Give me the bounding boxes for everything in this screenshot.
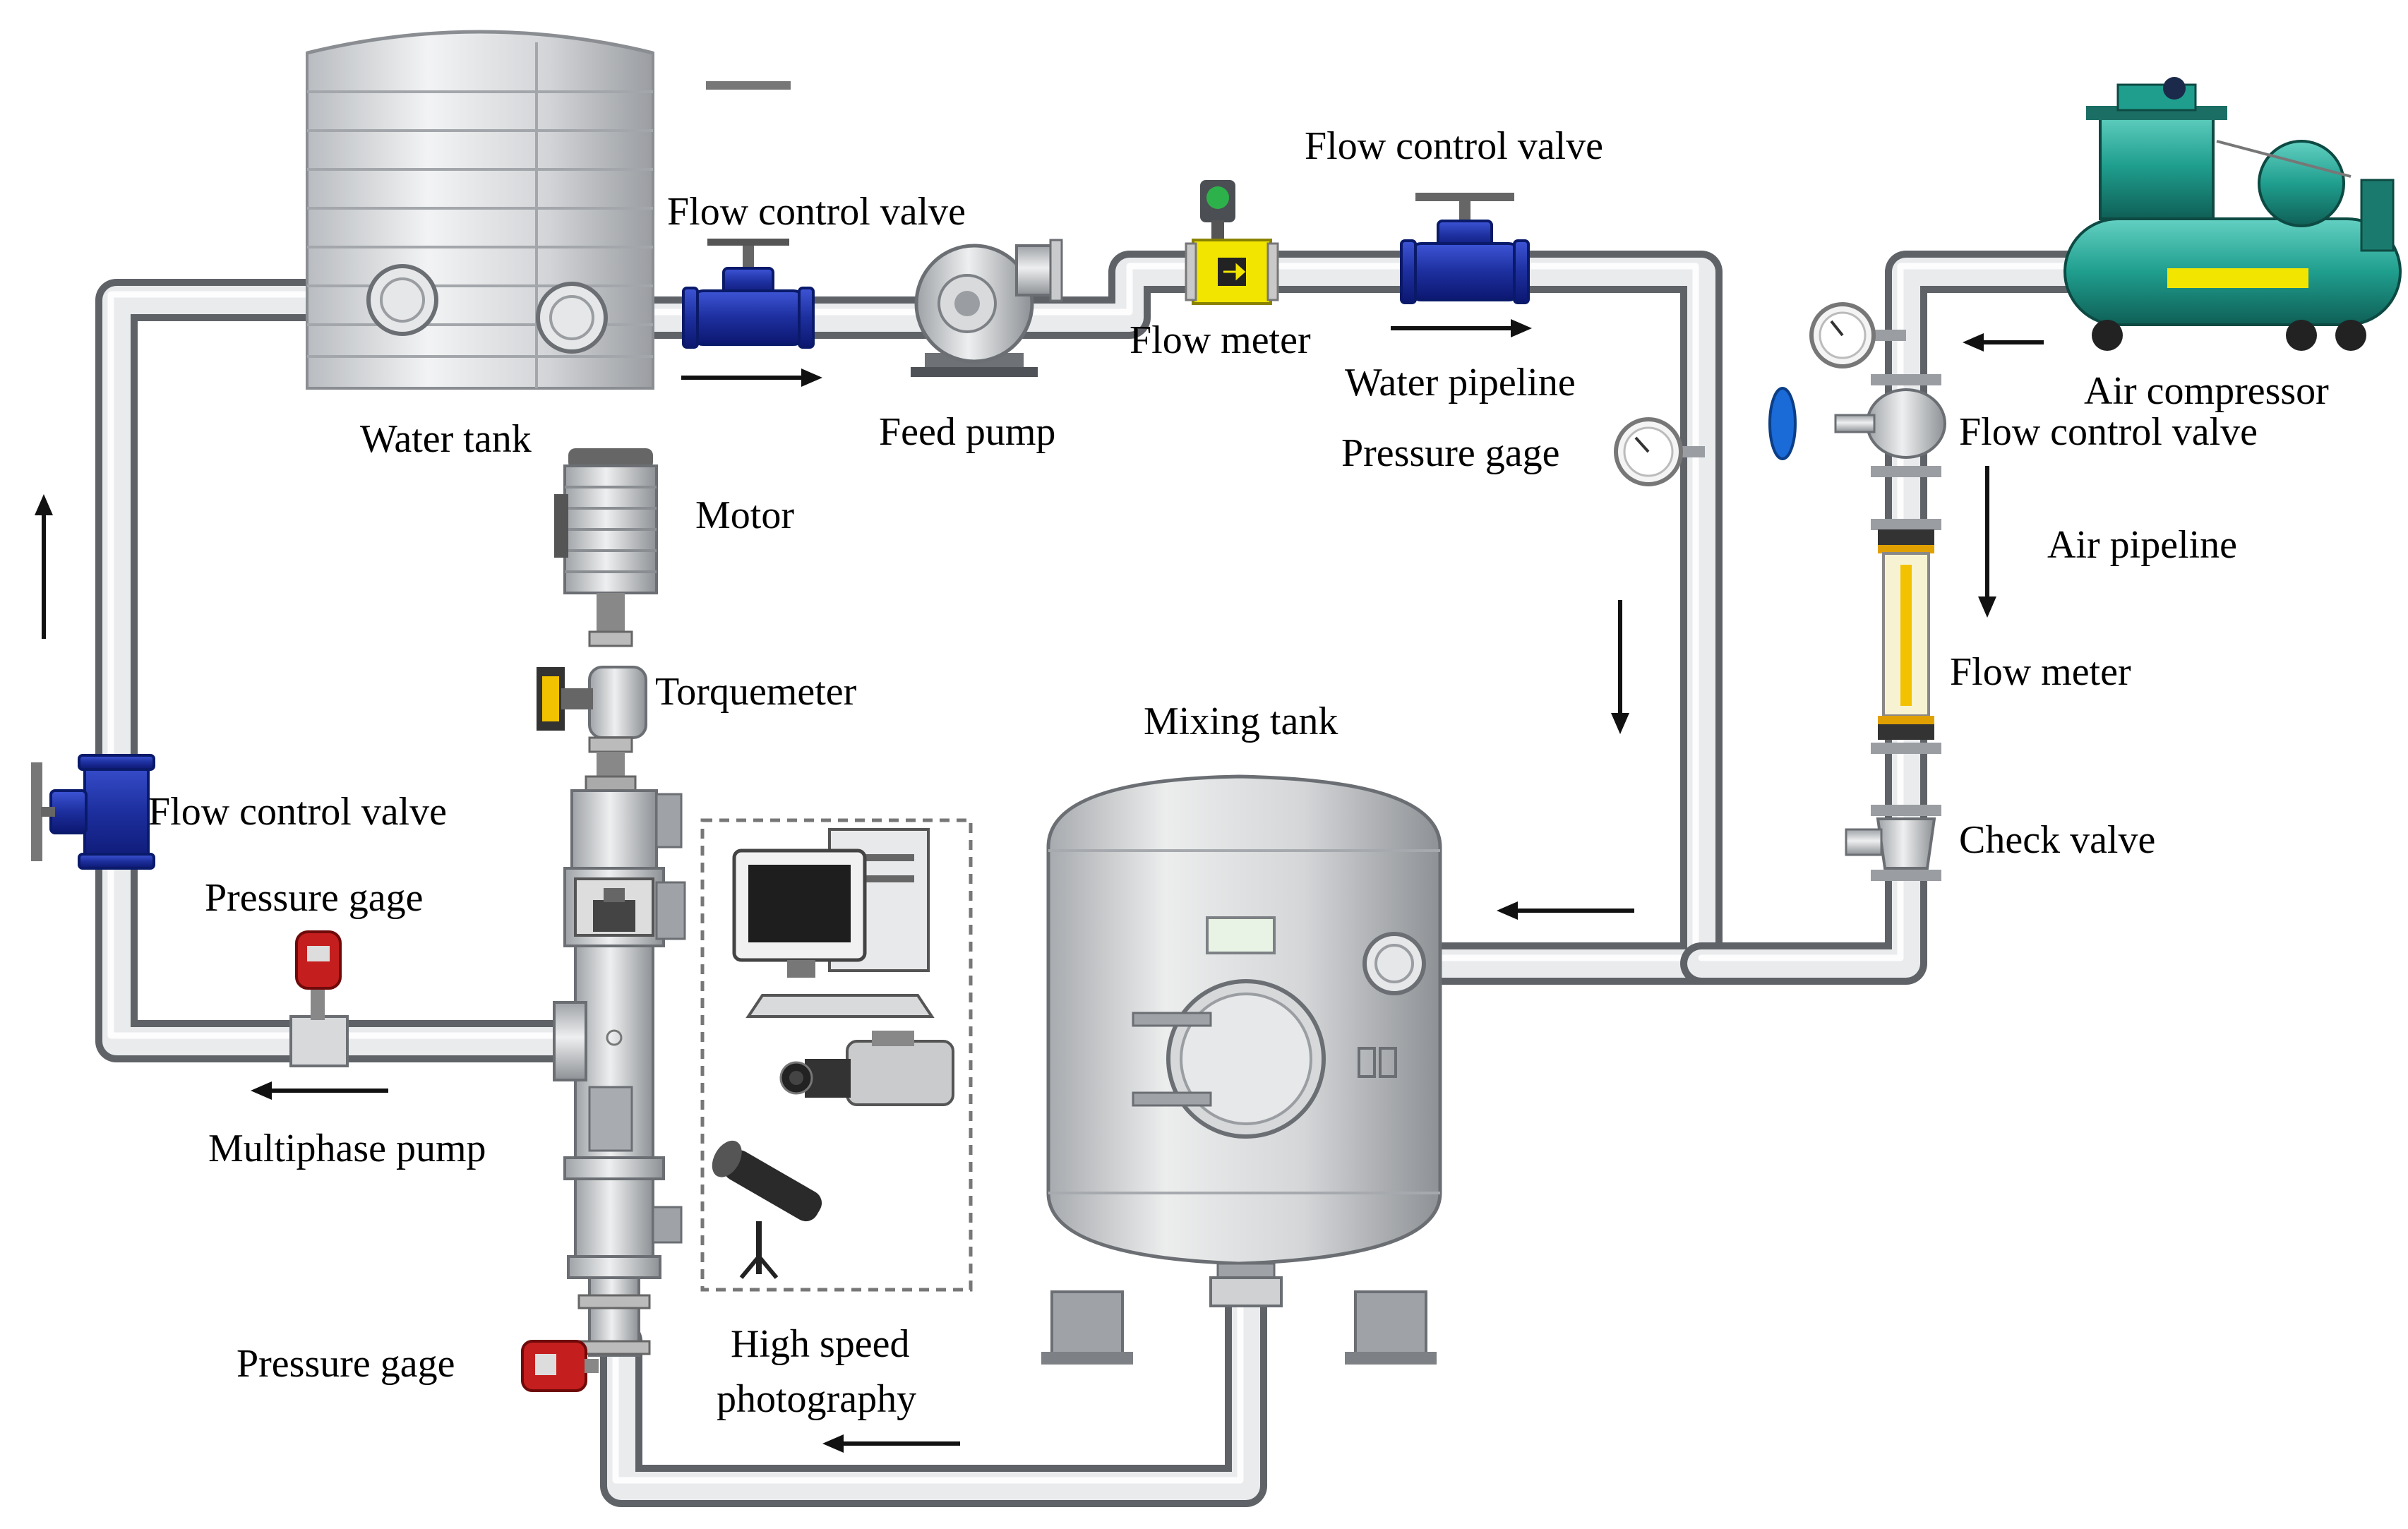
pressure-gauge-icon [289, 930, 349, 1067]
rotameter-icon[interactable] [1871, 519, 1941, 754]
pump-inlet-pipe [600, 1221, 1267, 1507]
flow-control-valve-top-label: Flow control valve [667, 190, 966, 234]
high-speed-photography-label-line1: High speed [731, 1322, 910, 1366]
flow-control-valve-left-label: Flow control valve [148, 790, 447, 834]
multiphase-pump-label: Multiphase pump [208, 1127, 486, 1170]
flow-arrow-icon [822, 1434, 960, 1453]
motor-label: Motor [695, 493, 794, 537]
gate-valve-icon[interactable] [1400, 193, 1530, 304]
flow-control-valve-air-label: Flow control valve [1959, 410, 2258, 454]
gate-valve-icon[interactable] [682, 81, 815, 349]
high-speed-camera-icon [779, 1031, 954, 1106]
flow-arrow-icon [251, 1081, 388, 1100]
pressure-gauge-icon [1614, 417, 1705, 486]
globe-valve-icon[interactable] [1768, 374, 1946, 477]
pressure-gage-bottom-label: Pressure gage [236, 1342, 455, 1386]
inline-flow-meter-icon[interactable] [1185, 180, 1279, 305]
electric-motor-icon[interactable] [554, 448, 658, 594]
mixing-tank-label: Mixing tank [1144, 700, 1338, 743]
light-source-icon [712, 1140, 822, 1279]
water-tank [306, 30, 654, 390]
flow-arrow-icon [35, 494, 53, 639]
return-pipe [95, 279, 586, 1062]
pressure-vessel-icon [1041, 774, 1442, 1365]
torquemeter-label: Torquemeter [655, 670, 857, 714]
flow-arrow-icon [681, 368, 822, 387]
air-compressor-icon[interactable] [2063, 77, 2402, 351]
multiphase-pump-icon[interactable] [553, 789, 686, 1357]
gate-valve-icon[interactable] [31, 754, 155, 870]
check-valve-label: Check valve [1959, 818, 2155, 862]
high-speed-photography-label-line2: photography [717, 1377, 916, 1421]
centrifugal-pump-icon[interactable] [911, 239, 1063, 377]
pressure-gauge-icon [1809, 302, 1906, 368]
pressure-gauge-icon [521, 1340, 599, 1392]
feed-pump-label: Feed pump [879, 410, 1055, 454]
water-pipeline-label: Water pipeline [1345, 361, 1576, 404]
pressure-gage-left-label: Pressure gage [205, 876, 423, 920]
flow-arrow-icon [1611, 600, 1629, 734]
desktop-computer-icon [732, 828, 935, 1018]
flow-control-valve-top-right-label: Flow control valve [1305, 124, 1603, 168]
water-tank-label: Water tank [360, 417, 532, 461]
flow-arrow-icon [1391, 319, 1532, 337]
flow-arrow-icon [1963, 333, 2044, 352]
flow-arrow-icon [1497, 901, 1634, 920]
flow-meter-air-label: Flow meter [1950, 650, 2131, 694]
photography-group-box [700, 818, 973, 1292]
air-pipeline-label: Air pipeline [2047, 523, 2237, 567]
flow-meter-water-label: Flow meter [1130, 318, 1311, 362]
check-valve-icon[interactable] [1845, 805, 1941, 881]
torque-sensor-icon[interactable] [537, 593, 647, 792]
air-compressor-label: Air compressor [2084, 369, 2329, 413]
flow-arrow-icon [1978, 466, 1996, 618]
pressure-gage-water-label: Pressure gage [1341, 431, 1559, 475]
